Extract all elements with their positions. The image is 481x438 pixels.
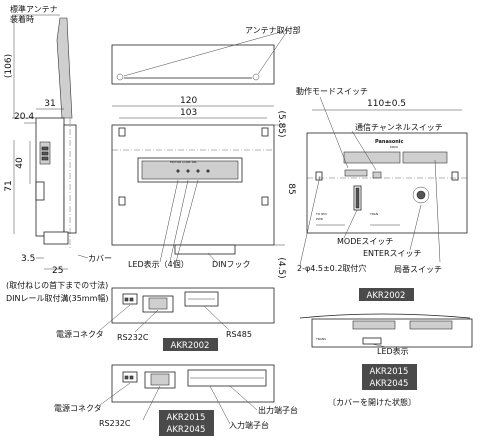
mounting-holes-label: 2-φ4.5±0.2取付穴 (297, 263, 366, 273)
side-dimensions: (106) 31 20.4 40 71 3.5 25 (4, 14, 68, 276)
power-connector-label-2: 電源コネクタ (54, 404, 102, 413)
svg-text:MOTOR CURR SEL: MOTOR CURR SEL (170, 160, 197, 164)
din-rail-note-2: DINレール取付溝(35mm幅) (6, 293, 109, 303)
right-body (306, 132, 468, 234)
badge-akr2015-2045-right (362, 364, 417, 390)
led-display-label: LED表示（4個） (128, 259, 189, 269)
side-view (35, 17, 77, 250)
dim-4-5: (4.5) (276, 257, 286, 278)
svg-text:AKR2045: AKR2045 (167, 425, 206, 435)
dim-120: 120 (180, 96, 197, 106)
dim-20-4: 20.4 (14, 112, 34, 122)
rs232c-label-2: RS232C (99, 419, 131, 428)
din-hook-side (43, 231, 69, 245)
bottom-view-akr2015 (111, 364, 275, 403)
svg-text:PWR: PWR (316, 217, 323, 221)
dim-40: 40 (15, 157, 25, 169)
cover-open-view: TRANS (299, 313, 473, 348)
din-rail-note-1: (取付ねじの首下までの寸法) (6, 280, 108, 290)
input-terminal-label: 入力端子台 (229, 420, 269, 430)
dim-106: (106) (4, 54, 14, 78)
svg-text:AKR2045: AKR2045 (370, 379, 409, 389)
cover-open-label: 〔カバーを開けた状態〕 (328, 397, 416, 407)
dim-25: 25 (52, 266, 63, 276)
dim-85: 85 (286, 183, 296, 194)
badge-akr2002-mid (163, 338, 218, 351)
power-connector-label-1: 電源コネクタ (56, 330, 104, 339)
svg-text:AKR2015: AKR2015 (370, 367, 409, 377)
cover-label: カバー (88, 254, 112, 263)
front-view: 120 103 MOTOR CURR SEL (111, 96, 275, 255)
din-hook (174, 244, 236, 255)
svg-text:AKR2015: AKR2015 (167, 413, 206, 423)
mode-switch-label: MODEスイッチ (337, 237, 393, 246)
led-panel (141, 160, 239, 180)
station-switch-label: 局番スイッチ (394, 264, 442, 274)
dim-31: 31 (44, 99, 55, 109)
dim-110: 110±0.5 (367, 99, 406, 109)
svg-text:KR20: KR20 (390, 145, 398, 149)
bottom-view-akr2002 (111, 287, 275, 324)
top-view (111, 44, 275, 85)
rs232c-label-1: RS232C (117, 333, 149, 342)
svg-text:TRANS: TRANS (315, 337, 326, 341)
dim-103: 103 (180, 108, 197, 118)
svg-text:AKR2002: AKR2002 (171, 341, 210, 351)
svg-text:TRAN: TRAN (369, 212, 378, 216)
antenna-note-2: 装着時 (10, 14, 34, 24)
mode-switch-top-label: 動作モードスイッチ (296, 86, 368, 96)
dim-5-85: (5.85) (276, 110, 286, 137)
svg-text:Panasonic: Panasonic (375, 139, 404, 145)
din-hook-label: DINフック (212, 260, 251, 269)
badge-akr2015-2045-mid (159, 410, 214, 436)
antenna-note-1: 標準アンテナ (10, 4, 58, 14)
svg-text:TO 85V: TO 85V (315, 212, 328, 216)
badge-akr2002-right (359, 288, 414, 301)
right-view: 110±0.5 Panasonic KR20 TO 85V PWR TRAN (306, 99, 468, 234)
dim-3-5: 3.5 (21, 254, 35, 264)
svg-text:AKR2002: AKR2002 (367, 291, 406, 301)
rs485-label: RS485 (226, 330, 252, 339)
front-body (111, 124, 275, 246)
comm-channel-switch-label: 通信チャンネルスイッチ (355, 122, 443, 132)
led-display-right-label: LED表示 (377, 346, 409, 356)
antenna (56, 17, 73, 119)
side-body (35, 117, 65, 237)
dim-71: 71 (4, 180, 14, 191)
output-terminal-label: 出力端子台 (258, 405, 298, 415)
enter-switch-label: ENTERスイッチ (363, 249, 422, 258)
antenna-mount-label: アンテナ取付部 (245, 25, 301, 35)
